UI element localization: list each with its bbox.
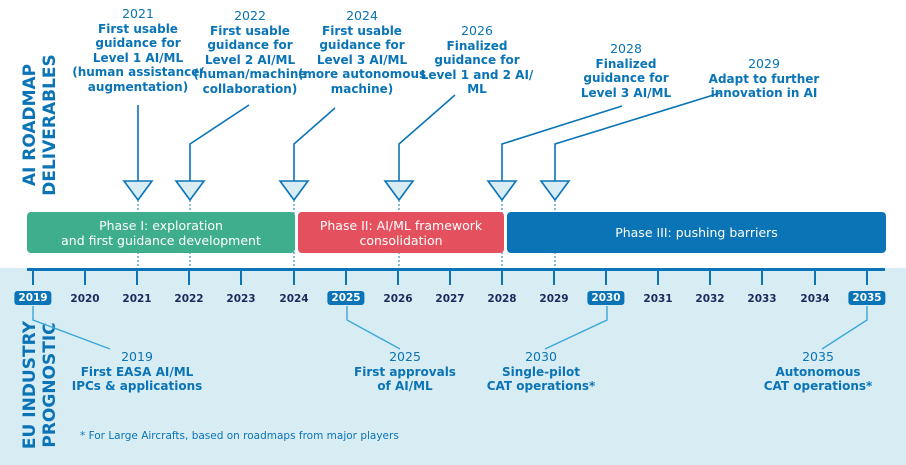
deliverable-line: guidance for xyxy=(583,71,669,85)
phase-label-line: Phase I: exploration xyxy=(99,217,223,233)
deliverable-line: Adapt to further xyxy=(708,71,820,86)
timeline-year-2023: 2023 xyxy=(226,293,256,305)
timeline-year-2025: 2025 xyxy=(327,291,365,305)
phase-label-line: consolidation xyxy=(359,232,443,248)
prognostic-2030: 2030 Single-pilot CAT operations* xyxy=(486,349,596,394)
prognostic-year: 2019 xyxy=(121,349,153,364)
timeline-year-2029: 2029 xyxy=(539,293,569,305)
deliverable-line: Finalized xyxy=(446,38,508,53)
deliverable-line: Level 1 AI/ML xyxy=(92,50,184,65)
deliverable-line: First usable xyxy=(98,21,178,36)
timeline-axis xyxy=(27,268,885,271)
timeline-year-2020: 2020 xyxy=(70,293,100,305)
timeline-tick xyxy=(761,268,763,285)
deliverable-year: 2026 xyxy=(461,23,493,38)
timeline-tick xyxy=(240,268,242,285)
timeline-tick xyxy=(84,268,86,285)
deliverable-line: guidance for xyxy=(207,38,293,52)
timeline-year-2027: 2027 xyxy=(435,293,465,305)
deliverable-line: Level 2 AI/ML xyxy=(204,52,296,67)
deliverable-year: 2021 xyxy=(122,6,154,21)
deliverable-line: innovation in AI xyxy=(710,86,818,100)
deliverable-line: collaboration) xyxy=(202,81,298,96)
deliverable-year: 2024 xyxy=(346,8,378,23)
deliverable-2021: 2021 First usable guidance for Level 1 A… xyxy=(72,6,204,94)
deliverable-2029: 2029 Adapt to further innovation in AI xyxy=(708,56,820,101)
timeline-year-2019: 2019 xyxy=(14,291,52,305)
timeline-year-2030: 2030 xyxy=(587,291,625,305)
phase-3-bar: Phase III: pushing barriers xyxy=(507,212,886,253)
deliverable-line: Level 3 AI/ML xyxy=(580,85,672,100)
phase-2-bar: Phase II: AI/ML framework consolidation xyxy=(298,212,504,253)
timeline-tick xyxy=(553,268,555,285)
prognostic-2035: 2035 Autonomous CAT operations* xyxy=(763,349,873,394)
deliverable-line: Finalized xyxy=(595,56,657,71)
timeline-year-2026: 2026 xyxy=(383,293,413,305)
prognostic-year: 2025 xyxy=(389,349,421,364)
deliverable-2022: 2022 First usable guidance for Level 2 A… xyxy=(193,8,307,96)
timeline-year-2032: 2032 xyxy=(695,293,725,305)
timeline-year-2035: 2035 xyxy=(848,291,886,305)
timeline-year-2024: 2024 xyxy=(279,293,309,305)
phase-label-line: Phase II: AI/ML framework xyxy=(319,217,483,233)
deliverable-2024: 2024 First usable guidance for Level 3 A… xyxy=(297,8,427,96)
prognostic-line: CAT operations* xyxy=(486,379,596,393)
prognostic-line: IPCs & applications xyxy=(71,379,203,393)
timeline-year-2031: 2031 xyxy=(643,293,673,305)
timeline-tick xyxy=(814,268,816,285)
timeline-tick xyxy=(605,268,607,285)
timeline-tick xyxy=(32,268,34,285)
deliverable-line: augmentation) xyxy=(87,79,189,94)
deliverable-line: guidance for xyxy=(434,53,520,67)
deliverable-line: ML xyxy=(467,82,487,96)
deliverable-line: (more autonomous xyxy=(297,67,427,81)
deliverable-year: 2029 xyxy=(748,56,780,71)
prognostic-2019: 2019 First EASA AI/ML IPCs & application… xyxy=(71,349,203,394)
footnote: * For Large Aircrafts, based on roadmaps… xyxy=(80,430,399,442)
prognostic-line: Single-pilot xyxy=(502,364,580,379)
prognostic-line: First EASA AI/ML xyxy=(80,364,194,379)
prognostic-year: 2030 xyxy=(525,349,557,364)
deliverable-year: 2022 xyxy=(234,8,266,23)
timeline-tick xyxy=(136,268,138,285)
timeline-tick xyxy=(188,268,190,285)
timeline-year-2022: 2022 xyxy=(174,293,204,305)
phase-label-line: Phase III: pushing barriers xyxy=(615,225,778,240)
deliverable-2028: 2028 Finalized guidance for Level 3 AI/M… xyxy=(580,41,672,100)
eu-industry-background xyxy=(0,268,906,465)
timeline-year-2034: 2034 xyxy=(800,293,830,305)
prognostic-line: of AI/ML xyxy=(377,379,433,393)
timeline-tick xyxy=(293,268,295,285)
prognostic-line: Autonomous xyxy=(775,364,861,379)
prognostic-year: 2035 xyxy=(802,349,834,364)
deliverable-line: (human assistance/ xyxy=(72,65,204,79)
deliverable-line: First usable xyxy=(210,23,290,38)
phase-label-line: and first guidance development xyxy=(61,232,261,248)
timeline-tick xyxy=(709,268,711,285)
timeline-year-2021: 2021 xyxy=(122,293,152,305)
deliverable-line: Level 1 and 2 AI/ xyxy=(420,67,534,82)
deliverable-line: machine) xyxy=(330,81,394,96)
prognostic-2025: 2025 First approvals of AI/ML xyxy=(354,349,456,394)
timeline-tick xyxy=(449,268,451,285)
timeline-year-2028: 2028 xyxy=(487,293,517,305)
timeline-tick xyxy=(657,268,659,285)
timeline-tick xyxy=(345,268,347,285)
prognostic-line: First approvals xyxy=(354,364,456,379)
timeline-year-2033: 2033 xyxy=(747,293,777,305)
deliverable-2026: 2026 Finalized guidance for Level 1 and … xyxy=(420,23,534,97)
timeline-tick xyxy=(397,268,399,285)
deliverable-line: (human/machine xyxy=(193,67,307,81)
phase-1-bar: Phase I: exploration and first guidance … xyxy=(27,212,295,253)
deliverable-line: First usable xyxy=(322,23,402,38)
timeline-tick xyxy=(866,268,868,285)
deliverable-line: guidance for xyxy=(95,36,181,50)
deliverable-line: Level 3 AI/ML xyxy=(316,52,408,67)
timeline-tick xyxy=(501,268,503,285)
prognostic-line: CAT operations* xyxy=(763,379,873,393)
deliverable-year: 2028 xyxy=(610,41,642,56)
deliverable-line: guidance for xyxy=(319,38,405,52)
